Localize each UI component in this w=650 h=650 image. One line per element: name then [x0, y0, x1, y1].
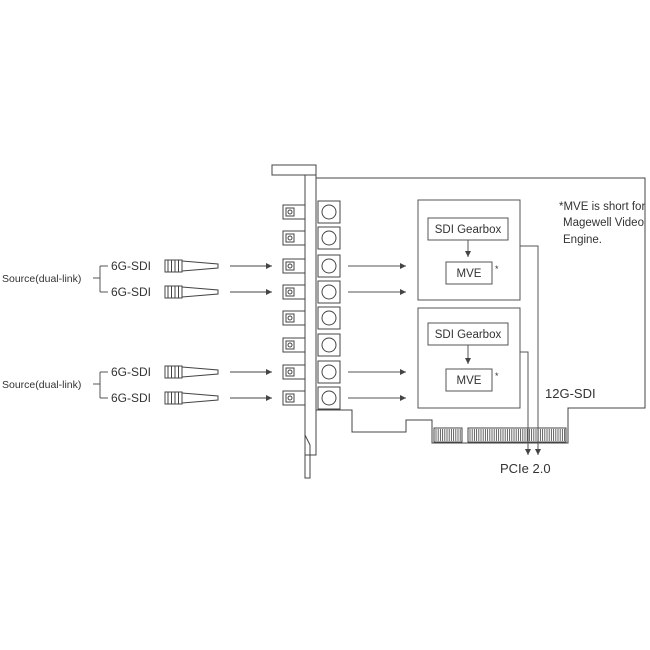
bnc-connector: [282, 306, 341, 330]
gearbox-label: SDI Gearbox: [435, 224, 502, 236]
mounting-bracket: [271, 164, 317, 479]
bnc-cable: [164, 365, 272, 379]
bnc-cable: [164, 391, 272, 405]
source-label: Source(dual-link): [2, 273, 81, 285]
bnc-connector: [282, 333, 341, 357]
processing-block-1: SDI Gearbox MVE *: [417, 199, 521, 301]
bnc-connector: [282, 200, 341, 224]
note-line: *MVE is short for: [559, 201, 645, 213]
processing-block-2: SDI Gearbox MVE *: [417, 307, 521, 409]
note-line: Engine.: [563, 234, 602, 246]
bnc-connector: [282, 360, 341, 384]
link-label: 6G-SDI: [111, 391, 151, 405]
output-label: 12G-SDI: [545, 386, 596, 401]
bnc-connector: [282, 280, 341, 304]
bnc-connector-column: [282, 200, 341, 410]
signal-arrows: [348, 263, 406, 401]
mve-asterisk: *: [495, 371, 499, 381]
link-label: 6G-SDI: [111, 259, 151, 273]
pcie-lines: [520, 245, 541, 455]
mve-label: MVE: [457, 268, 482, 280]
pcb-board: [315, 177, 646, 444]
bnc-cable: [164, 285, 272, 299]
source-group-2: Source(dual-link) 6G-SDI 6G-SDI: [2, 365, 151, 405]
mve-note: *MVE is short for Magewell Video Engine.: [559, 201, 645, 246]
mve-asterisk: *: [495, 264, 499, 274]
bnc-cable: [164, 259, 272, 273]
bus-label: PCIe 2.0: [500, 461, 551, 476]
note-line: Magewell Video: [563, 217, 644, 229]
pcie-connector: [433, 427, 567, 443]
bnc-connector: [282, 254, 341, 278]
link-label: 6G-SDI: [111, 365, 151, 379]
sdi-cables: [164, 259, 272, 405]
source-label: Source(dual-link): [2, 379, 81, 391]
source-group-1: Source(dual-link) 6G-SDI 6G-SDI: [2, 259, 151, 299]
bnc-connector: [282, 386, 341, 410]
mve-label: MVE: [457, 375, 482, 387]
gearbox-label: SDI Gearbox: [435, 329, 502, 341]
link-label: 6G-SDI: [111, 285, 151, 299]
bnc-connector: [282, 226, 341, 250]
